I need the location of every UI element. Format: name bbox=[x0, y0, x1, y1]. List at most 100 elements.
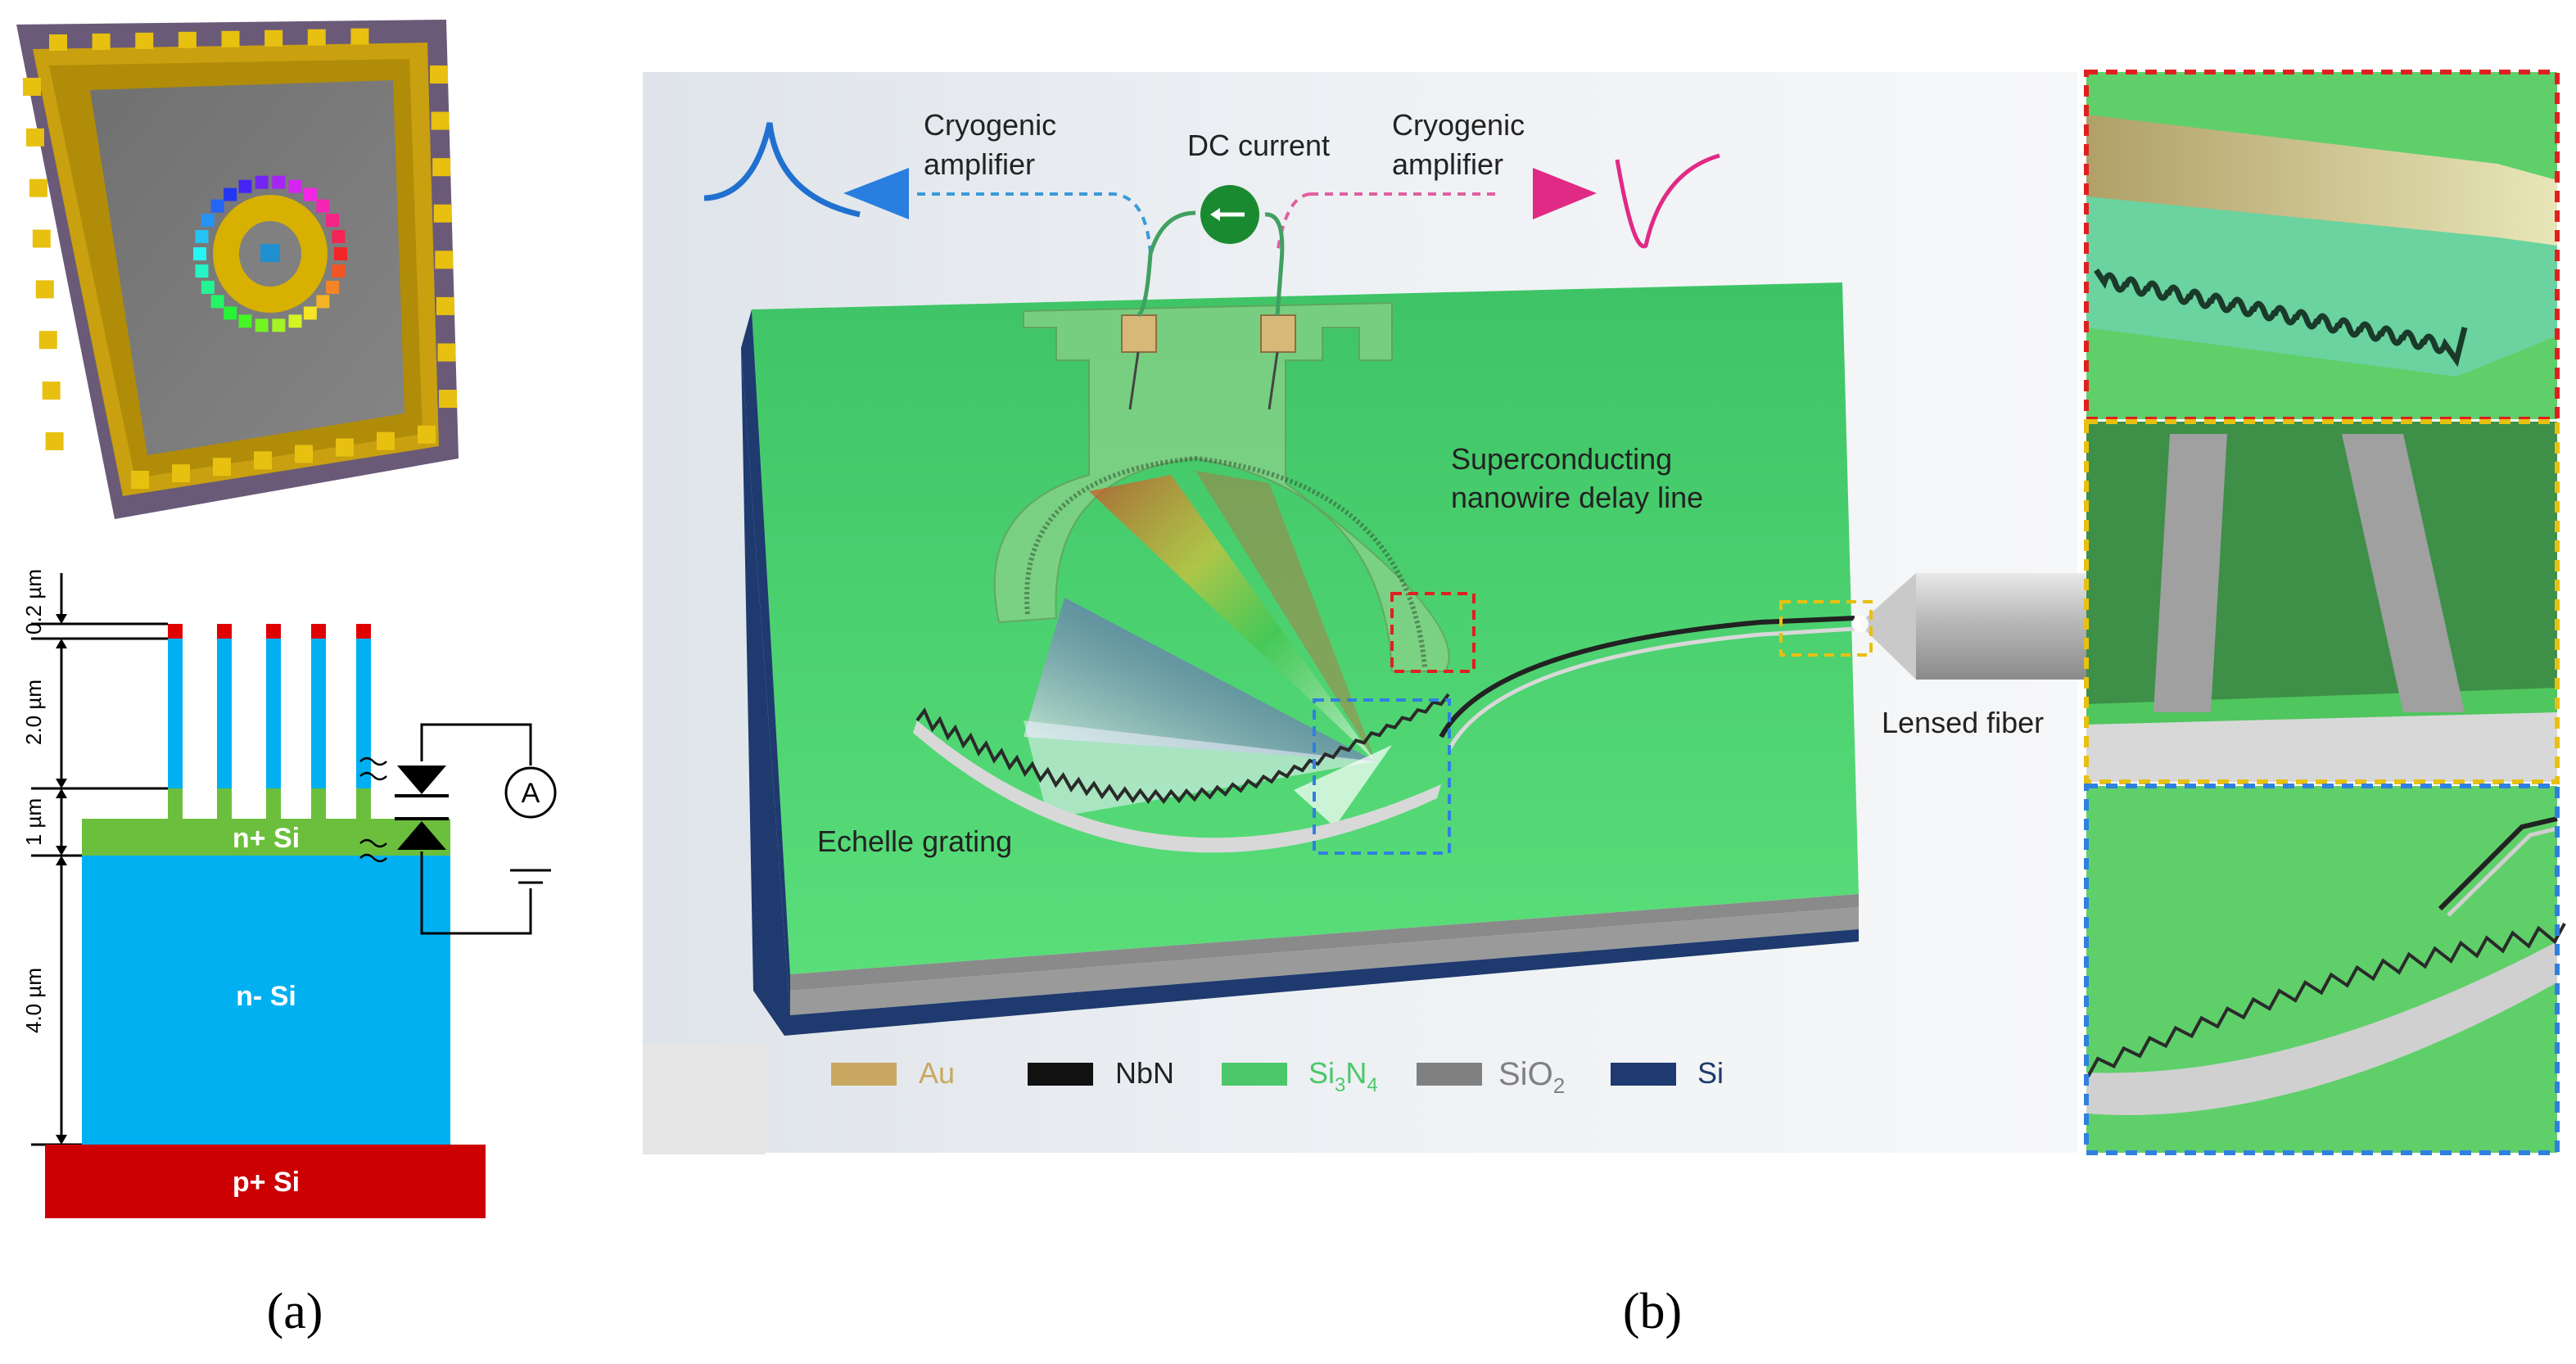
amplifier-right-icon bbox=[1533, 168, 1597, 219]
chip-sio2-side bbox=[790, 907, 1859, 1015]
cryo-right-line2: amplifier bbox=[1392, 147, 1503, 181]
spectral-pixel bbox=[326, 214, 340, 228]
bond-pad bbox=[29, 178, 47, 197]
panel-b: Cryogenic amplifier DC current Cryogenic… bbox=[643, 70, 2566, 1339]
pillar bbox=[217, 639, 232, 819]
inset-red bbox=[2084, 70, 2560, 422]
chip-package bbox=[16, 20, 459, 519]
label-n-plus: n+ Si bbox=[233, 823, 300, 854]
diode-lower bbox=[395, 817, 449, 850]
spectral-pixel bbox=[224, 306, 237, 320]
spectral-pixel bbox=[316, 295, 330, 309]
bond-pad bbox=[32, 229, 51, 248]
pillar bbox=[168, 639, 183, 819]
fiber-tip bbox=[1859, 573, 1916, 680]
inset-blue bbox=[2084, 784, 2566, 1155]
cryo-right-line1: Cryogenic bbox=[1392, 108, 1525, 142]
spectral-pixel bbox=[224, 187, 237, 201]
legend: Au NbN Si3N4 SiO2 Si bbox=[831, 1056, 1724, 1098]
bond-pad bbox=[131, 471, 149, 489]
ammeter-label: A bbox=[522, 778, 540, 809]
spectral-pixel bbox=[316, 199, 330, 213]
pillar bbox=[266, 639, 281, 819]
amplifier-left-icon bbox=[843, 168, 909, 219]
spectrum-beams bbox=[1024, 471, 1392, 827]
au-pad-right bbox=[1260, 314, 1296, 353]
legend-label-au: Au bbox=[919, 1056, 955, 1090]
input-waveguide bbox=[1439, 616, 1855, 738]
spectral-pixel-ring bbox=[193, 175, 347, 332]
spectral-pixel bbox=[255, 318, 269, 332]
bond-pad bbox=[264, 29, 283, 47]
highlight-red bbox=[1390, 592, 1476, 673]
dim-1: 1 µm bbox=[21, 798, 46, 846]
pillar-cap bbox=[266, 624, 281, 639]
pillar-cap bbox=[168, 624, 183, 639]
spectral-pixel bbox=[334, 247, 347, 260]
bond-pad bbox=[350, 28, 369, 45]
lensed-fiber-label: Lensed fiber bbox=[1882, 706, 2044, 739]
pulse-right-icon bbox=[1615, 153, 1720, 249]
bond-pad bbox=[418, 425, 436, 444]
label-p-plus: p+ Si bbox=[233, 1167, 300, 1198]
layer-p-plus bbox=[45, 1145, 486, 1218]
legend-label-si: Si bbox=[1697, 1056, 1724, 1090]
legend-label-nbn: NbN bbox=[1115, 1056, 1174, 1090]
caption-a: (a) bbox=[267, 1284, 323, 1339]
label-n-minus: n- Si bbox=[236, 981, 296, 1012]
spectral-pixel bbox=[195, 264, 209, 278]
legend-swatch-au bbox=[831, 1063, 897, 1086]
pillar-cap bbox=[311, 624, 326, 639]
diode-upper bbox=[395, 766, 449, 797]
spectral-pixel bbox=[201, 214, 215, 228]
spectral-pixel bbox=[272, 175, 286, 189]
cryo-left-line1: Cryogenic bbox=[924, 108, 1056, 142]
circuit-wires bbox=[420, 723, 551, 935]
spectral-pixel bbox=[326, 280, 340, 294]
highlight-blue bbox=[1313, 698, 1451, 855]
bond-pad bbox=[35, 280, 54, 299]
legend-label-sio2: SiO2 bbox=[1498, 1056, 1565, 1098]
bond-pad bbox=[38, 331, 57, 350]
spectral-pixel bbox=[332, 229, 346, 243]
bond-pad bbox=[213, 458, 231, 476]
nanowire-line1: Superconducting bbox=[1451, 442, 1672, 476]
echelle-grating bbox=[915, 693, 1450, 805]
echelle-label: Echelle grating bbox=[817, 824, 1012, 858]
spectral-pixel bbox=[288, 179, 302, 193]
spectral-pixel bbox=[303, 306, 317, 320]
nanowire-line2: nanowire delay line bbox=[1451, 481, 1703, 514]
spectral-pixel bbox=[238, 179, 252, 193]
bond-pad bbox=[135, 32, 154, 49]
dim-4-0: 4.0 µm bbox=[21, 968, 46, 1033]
lensed-fiber bbox=[1852, 573, 2088, 680]
bond-pad bbox=[178, 31, 197, 48]
pillar-cap bbox=[356, 624, 371, 639]
pillar-cap bbox=[217, 624, 232, 639]
spectral-pixel bbox=[210, 199, 224, 213]
cross-section: 0.2 µm 2.0 µm 1 µm 4.0 µm n+ Si n- Si p+… bbox=[21, 569, 557, 1218]
bond-pad bbox=[439, 390, 458, 409]
pillar bbox=[311, 639, 326, 819]
bond-pad bbox=[25, 128, 44, 147]
spectral-pixel bbox=[201, 280, 215, 294]
bond-pad bbox=[431, 111, 450, 130]
cryo-left-line2: amplifier bbox=[924, 147, 1035, 181]
spectral-pixel bbox=[332, 264, 346, 278]
bond-pad bbox=[42, 382, 61, 400]
bond-pad bbox=[430, 65, 448, 84]
layer-n-plus bbox=[82, 819, 450, 856]
spectral-pixel bbox=[303, 187, 317, 201]
bond-pad bbox=[377, 431, 395, 450]
spectral-pixel bbox=[210, 295, 224, 309]
bond-pad bbox=[295, 445, 313, 463]
dimension-arrows bbox=[56, 614, 67, 1145]
bond-pad bbox=[437, 343, 456, 362]
detector-core bbox=[260, 244, 280, 262]
legend-swatch-nbn bbox=[1028, 1063, 1093, 1086]
legend-corner bbox=[643, 1044, 766, 1154]
chip-sio2-edge bbox=[790, 894, 1859, 991]
bond-pad bbox=[435, 251, 454, 269]
bond-pad bbox=[172, 464, 190, 483]
